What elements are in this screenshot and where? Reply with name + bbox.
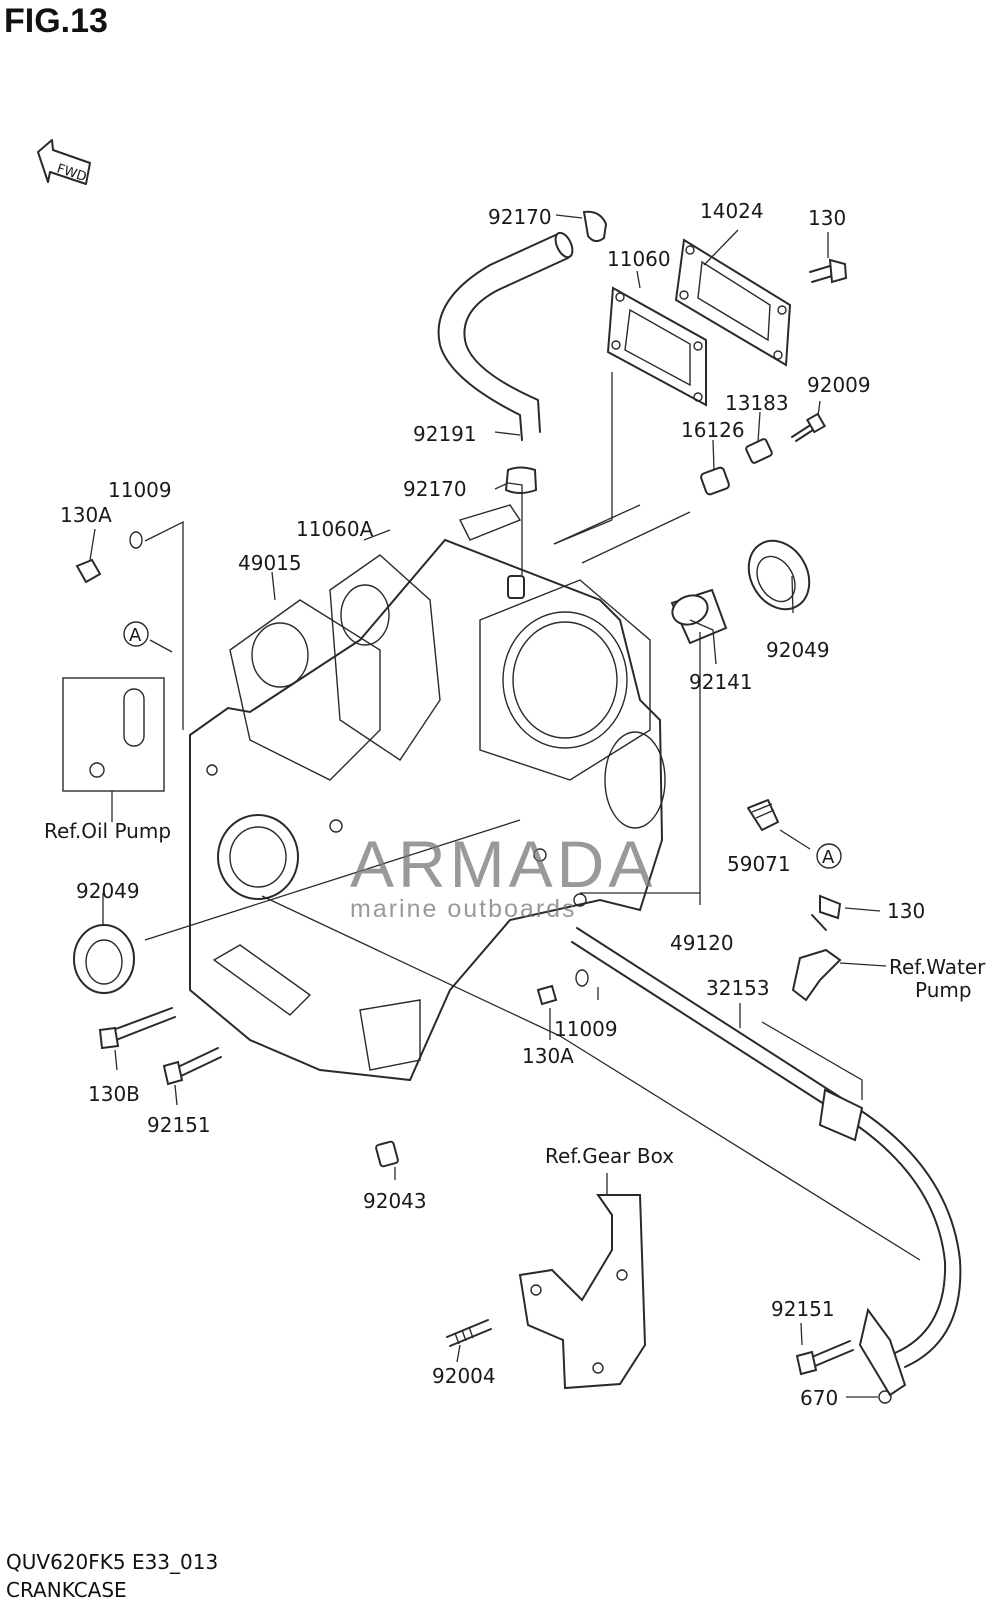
label-11060a: 11060A	[296, 517, 374, 541]
label-92049-right: 92049	[766, 638, 830, 662]
ref-a-marker-left: A	[123, 621, 149, 647]
bushing-92141	[670, 588, 728, 645]
watermark-subtitle: marine outboards	[350, 895, 577, 923]
screw-92009	[791, 412, 827, 442]
label-130a-mid: 130A	[522, 1044, 574, 1068]
fwd-label: FWD	[55, 162, 88, 186]
bolt-130a-mid	[536, 984, 558, 1006]
label-670: 670	[800, 1386, 838, 1410]
label-49120: 49120	[670, 931, 734, 955]
label-49015: 49015	[238, 551, 302, 575]
label-92170-mid: 92170	[403, 477, 467, 501]
label-a-left: A	[129, 625, 142, 646]
label-92191: 92191	[413, 422, 477, 446]
label-92151-right: 92151	[771, 1297, 835, 1321]
gasket-11060	[606, 286, 707, 407]
label-92004: 92004	[432, 1364, 496, 1388]
bolt-92151-right	[795, 1340, 854, 1376]
oil-pipe-32153	[571, 927, 962, 1397]
label-92151-left: 92151	[147, 1113, 211, 1137]
label-32153: 32153	[706, 976, 770, 1000]
label-130-top: 130	[808, 206, 846, 230]
leader-lines	[89, 214, 921, 1398]
label-92009: 92009	[807, 373, 871, 397]
figure-code: QUV620FK5 E33_013	[6, 1550, 219, 1574]
figure-name: CRANKCASE	[6, 1578, 127, 1602]
label-16126: 16126	[681, 418, 745, 442]
figure-title: FIG.13	[4, 2, 108, 40]
label-ref-water: Ref.Water	[889, 955, 986, 979]
bolt-130b	[98, 1007, 176, 1050]
label-ref-oil-pump: Ref.Oil Pump	[44, 819, 171, 843]
label-ref-gear-box: Ref.Gear Box	[545, 1144, 674, 1168]
label-11009-top: 11009	[108, 478, 172, 502]
oil-seal-92049-right	[747, 539, 811, 611]
pin-13183	[745, 438, 773, 464]
pin-92043	[375, 1140, 399, 1168]
hose-92191	[437, 231, 574, 441]
clamp-92170-mid	[504, 466, 538, 494]
plug-59071	[747, 799, 779, 831]
label-pump: Pump	[915, 978, 972, 1002]
label-11009-mid: 11009	[554, 1017, 618, 1041]
pin-16126	[700, 466, 730, 496]
part-labels: 92170 14024 130 11060 92009 13183 16126 …	[44, 199, 986, 1410]
oring-670	[878, 1390, 892, 1404]
label-130b: 130B	[88, 1082, 140, 1106]
gasket-14024	[674, 238, 792, 367]
label-13183: 13183	[725, 391, 789, 415]
bolt-92151-left	[162, 1047, 222, 1086]
bolt-130-top	[809, 258, 848, 284]
label-92141: 92141	[689, 670, 753, 694]
stud-92004	[446, 1319, 492, 1347]
label-59071: 59071	[727, 852, 791, 876]
bracket-gear-box	[518, 1194, 647, 1390]
watermark-title: ARMADA	[350, 827, 657, 901]
clamp-92170-top	[582, 210, 608, 242]
label-130-mid: 130	[887, 899, 925, 923]
ref-a-marker-right: A	[816, 843, 842, 869]
label-92043: 92043	[363, 1189, 427, 1213]
label-14024: 14024	[700, 199, 764, 223]
label-92170-top: 92170	[488, 205, 552, 229]
label-92049-left: 92049	[76, 879, 140, 903]
bracket-water-pump	[791, 894, 842, 1002]
washer-11009-mid	[575, 969, 589, 987]
oil-seal-92049-left	[73, 924, 135, 994]
washer-11009-top	[129, 531, 143, 549]
fwd-arrow-icon: FWD	[37, 139, 91, 186]
oil-pump-ref-box	[62, 677, 165, 792]
label-a-right: A	[822, 847, 835, 868]
bolt-130a-left	[75, 558, 102, 584]
label-130a-top: 130A	[60, 503, 112, 527]
crankcase-body	[189, 504, 666, 1082]
label-11060: 11060	[607, 247, 671, 271]
